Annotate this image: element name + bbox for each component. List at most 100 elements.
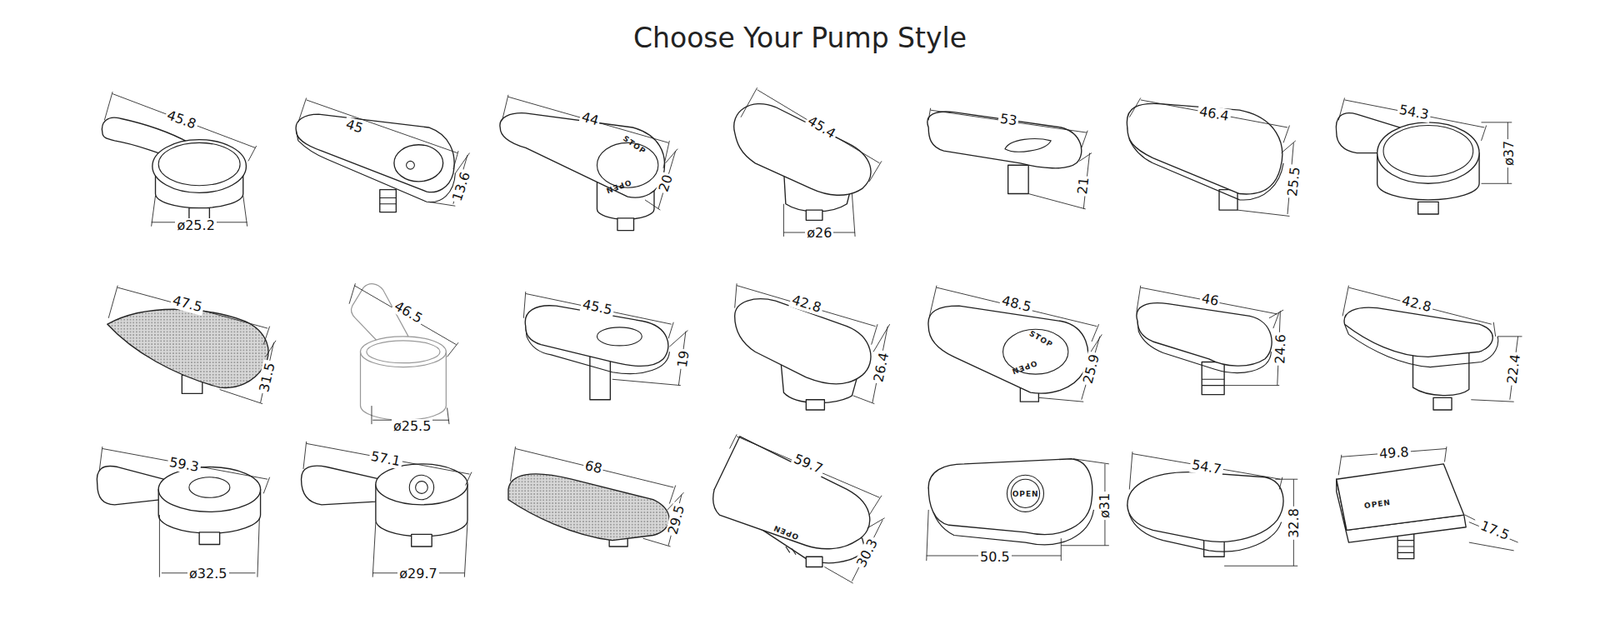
pump-outline-path xyxy=(301,465,380,505)
pump-outline-path xyxy=(730,434,885,584)
pump-outline-path xyxy=(1129,97,1295,216)
pump-outline-path xyxy=(785,546,796,555)
pump-drawing xyxy=(713,434,885,584)
pump-drawing xyxy=(295,97,470,212)
pump-outline-path xyxy=(926,459,1110,561)
pump-outline-rect xyxy=(1008,165,1029,194)
pump-outline-path xyxy=(295,130,455,203)
dimension-label: 57.1 xyxy=(368,448,404,470)
pump-outline-rect xyxy=(1418,201,1439,215)
pump-outline-ellipse xyxy=(158,142,240,185)
pump-outline-path xyxy=(1413,351,1470,395)
dimension-label: ø31 xyxy=(1097,491,1113,520)
pump-drawing xyxy=(734,87,882,237)
pump-outline-path xyxy=(108,285,276,405)
pump-drawing xyxy=(1136,285,1284,395)
pump-outline-path xyxy=(510,446,684,547)
pump-outline-path xyxy=(929,285,1102,403)
pump-outline-circle xyxy=(1010,479,1040,508)
pump-outline-rect xyxy=(590,356,610,400)
pump-outline-rect xyxy=(380,190,397,213)
pump-outline-circle xyxy=(415,481,429,495)
pump-outline-path xyxy=(1338,446,1518,551)
pump-outline-path xyxy=(500,113,665,198)
dimension-label: 45.8 xyxy=(163,107,200,133)
dimension-label: ø25.5 xyxy=(391,419,433,435)
pump-outline-rect xyxy=(411,534,432,547)
pump-outline-rect xyxy=(805,556,823,567)
pump-drawing xyxy=(500,95,678,231)
pump-outline-rect xyxy=(1433,397,1452,410)
pump-drawing xyxy=(96,446,270,578)
pump-outline-path xyxy=(928,305,1089,394)
pump-drawing xyxy=(107,285,276,405)
dimension-label: 19 xyxy=(675,348,693,371)
pump-drawing xyxy=(1335,97,1512,215)
pump-outline-path xyxy=(1005,139,1051,153)
pump-outline-path xyxy=(99,446,270,578)
pump-drawing xyxy=(301,441,472,578)
pump-outline-ellipse xyxy=(189,477,230,498)
dimension-label: 32.8 xyxy=(1286,506,1302,540)
pump-outline-ellipse xyxy=(152,140,247,194)
pump-drawing xyxy=(927,108,1092,210)
pump-outline-ellipse xyxy=(158,467,260,513)
dimension-label: 46 xyxy=(1199,290,1222,310)
pump-outline-path xyxy=(1336,464,1465,531)
dimension-label: 68 xyxy=(582,457,606,477)
pump-outline-path xyxy=(298,97,470,206)
dimension-label: 49.8 xyxy=(1376,444,1411,462)
dimension-label: ø29.7 xyxy=(397,566,439,582)
pump-outline-path xyxy=(1342,285,1522,403)
dimension-label: 29.5 xyxy=(665,502,689,539)
pump-outline-ellipse xyxy=(375,464,468,505)
pump-outline-circle xyxy=(1006,475,1044,512)
page-title: Choose Your Pump Style xyxy=(0,21,1600,55)
dimension-label: ø25.2 xyxy=(175,218,216,234)
pump-outline-rect xyxy=(805,400,825,410)
pump-outline-ellipse xyxy=(394,145,444,182)
pump-outline-circle xyxy=(406,160,415,170)
pump-outline-path xyxy=(104,91,256,227)
pump-outline-ellipse xyxy=(596,327,642,346)
pump-outline-circle xyxy=(409,475,434,500)
pump-drawing xyxy=(349,283,459,425)
pump-outline-rect xyxy=(805,210,823,220)
pump-outline-path xyxy=(735,283,890,404)
dimension-label: 50.5 xyxy=(978,550,1012,565)
pump-outline-path xyxy=(928,459,1093,535)
pump-outline-path xyxy=(1126,103,1282,195)
pump-drawing xyxy=(735,283,890,410)
pump-outline-path xyxy=(107,309,269,388)
pump-drawing xyxy=(101,91,256,227)
pump-outline-path xyxy=(928,108,1092,210)
dimension-label: 17.5 xyxy=(1476,517,1513,545)
dimension-label: 25.5 xyxy=(1285,164,1304,199)
pump-outline-path xyxy=(295,114,455,193)
pump-outline-ellipse xyxy=(366,340,440,364)
pump-outline-path xyxy=(734,104,871,196)
pump-outline-path xyxy=(1397,540,1415,554)
pump-outline-path xyxy=(502,95,679,210)
dimension-label: 22.4 xyxy=(1505,351,1525,387)
pump-outline-path xyxy=(1129,451,1298,566)
pump-outline-path xyxy=(523,291,688,386)
dimension-label: 24.6 xyxy=(1272,332,1289,366)
pump-drawing xyxy=(523,291,688,400)
pump-outline-path xyxy=(1136,285,1284,386)
pump-outline-path xyxy=(1338,97,1512,184)
dimension-label: 59.3 xyxy=(165,455,201,476)
pump-drawing xyxy=(928,285,1102,403)
pump-outline-path xyxy=(735,299,871,385)
pump-outline-path xyxy=(1127,472,1284,543)
dimension-label: 48.5 xyxy=(998,292,1035,315)
embossed-text: OPEN xyxy=(1012,490,1040,499)
pump-outline-path xyxy=(740,87,882,237)
pump-drawing xyxy=(508,446,685,547)
dimension-label: ø37 xyxy=(1501,139,1517,168)
dimension-label: ø32.5 xyxy=(187,566,229,582)
pump-drawing xyxy=(1342,285,1522,410)
dimension-label: 21 xyxy=(1075,175,1092,197)
pump-outline-path xyxy=(927,111,1082,169)
pump-outline-rect xyxy=(199,532,220,545)
